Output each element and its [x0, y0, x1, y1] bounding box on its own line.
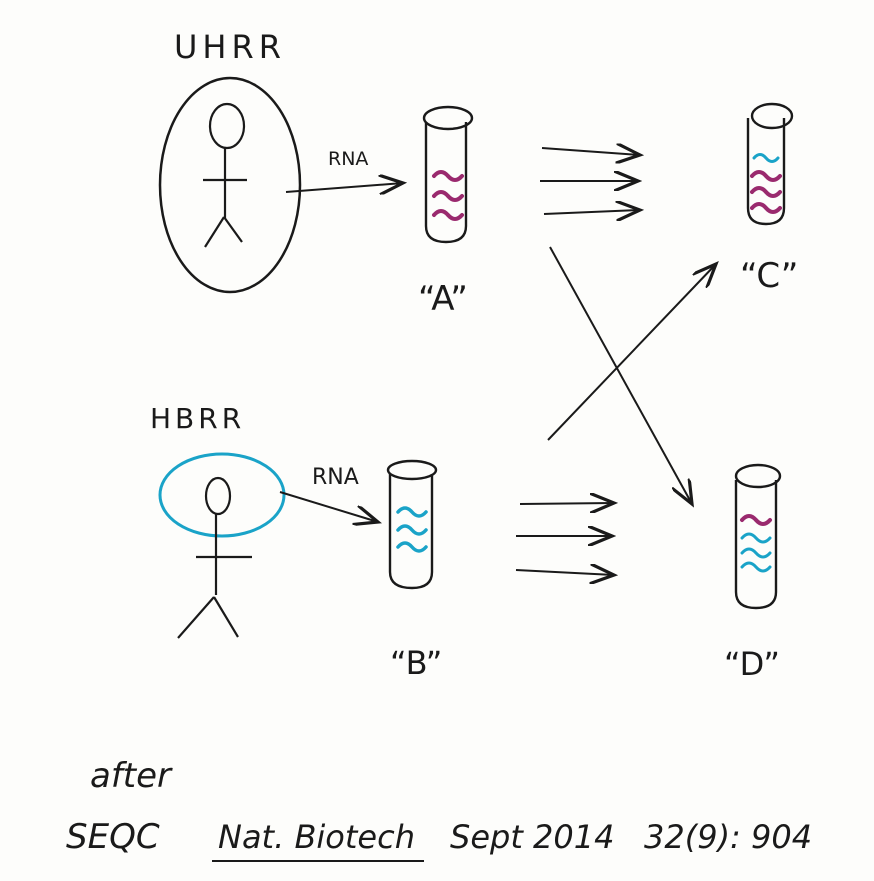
uhrr-person-icon	[203, 102, 247, 248]
caption-after: after	[90, 756, 173, 796]
caption-journal: Nat. Biotech	[218, 818, 415, 856]
uhrr-rna-waves-c	[750, 170, 782, 214]
uhrr-outline	[158, 76, 302, 294]
tube-d	[734, 463, 782, 610]
uhrr-rna-waves-a	[432, 170, 464, 221]
caption-seqc: SEQC	[66, 817, 160, 857]
b-to-c-cross-arrow	[547, 264, 716, 441]
hbrr-rna-waves-d	[740, 532, 772, 573]
tube-d-label: “D”	[724, 645, 780, 683]
hbrr-rna-wave-c	[752, 153, 780, 163]
b-to-d-arrows	[515, 503, 614, 575]
uhrr-to-a-arrow	[285, 183, 403, 192]
hbrr-rna-waves-b	[396, 506, 428, 553]
tube-c-label: “C”	[740, 256, 798, 296]
tube-c	[746, 102, 794, 226]
uhrr-group	[158, 76, 302, 294]
hbrr-person-icon	[177, 476, 252, 639]
caption-date: Sept 2014	[450, 818, 614, 856]
uhrr-label: UHRR	[174, 28, 286, 66]
hbrr-to-b-arrow	[279, 491, 378, 522]
uhrr-rna-wave-d	[740, 514, 772, 526]
tube-a-label: “A”	[418, 279, 468, 319]
tube-a	[422, 105, 474, 244]
a-to-c-arrows	[540, 148, 640, 214]
tube-b-label: “B”	[390, 644, 442, 682]
hbrr-outline	[158, 452, 286, 538]
rna-label-top: RNA	[328, 148, 368, 170]
hbrr-label: HBRR	[150, 402, 245, 435]
rna-label-bottom: RNA	[312, 465, 359, 490]
caption-citation: 32(9): 904	[644, 818, 812, 856]
hbrr-group	[158, 452, 286, 639]
tube-b	[386, 459, 438, 590]
a-to-d-cross-arrow	[549, 246, 692, 504]
